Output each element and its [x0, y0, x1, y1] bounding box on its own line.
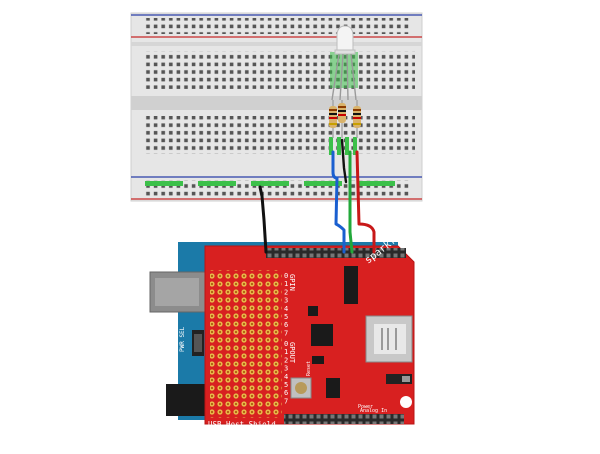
gpout-digit: 2: [284, 356, 288, 364]
gpout-label: GPOUT: [288, 342, 296, 364]
gpin-digit: 0: [284, 272, 288, 280]
usb-host-shield: sparkfun.com USB Host Shield PWR SEL GPI…: [179, 213, 427, 429]
gpout-digit: 7: [284, 397, 288, 405]
gpin-digit: 1: [284, 280, 288, 288]
breadboard: [130, 12, 423, 202]
gpout-digit: 4: [284, 373, 288, 381]
gpout-digit: 6: [284, 389, 288, 397]
gpout-digit: 5: [284, 381, 288, 389]
reset-label: Reset: [306, 361, 312, 376]
gpin-digit: 6: [284, 321, 288, 329]
gpin-digit: 3: [284, 297, 288, 305]
power-label: Power: [358, 404, 373, 410]
gpin-digit: 2: [284, 288, 288, 296]
analog-label: Analog In: [360, 408, 387, 414]
wire-black-gnd: [258, 185, 268, 254]
wire-green: [348, 150, 354, 254]
wire-red: [355, 150, 376, 254]
rgb-led: [331, 25, 357, 101]
gpout-digit: 1: [284, 348, 288, 356]
pwr-sel-label: PWR SEL: [179, 326, 186, 352]
wire-blue: [331, 150, 346, 254]
wire-black-led-common: [340, 138, 348, 184]
gpin-digit: 5: [284, 313, 288, 321]
gpout-digit: 3: [284, 365, 288, 373]
gpin-digit: 7: [284, 329, 288, 337]
board-name-label: USB Host Shield: [208, 420, 276, 429]
gpin-label: GPIN: [288, 274, 296, 291]
gpout-digit: 0: [284, 340, 288, 348]
resistors: [329, 100, 361, 138]
gpin-digit: 4: [284, 305, 288, 313]
